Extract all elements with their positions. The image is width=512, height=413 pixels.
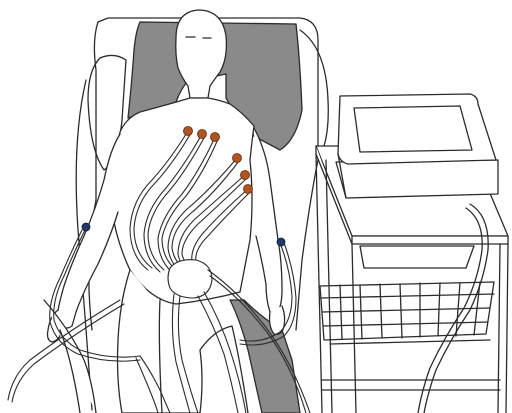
monitor-base — [336, 160, 498, 198]
patient-left-arm — [58, 134, 121, 328]
cart-basket — [320, 282, 494, 340]
electrode-v1 — [184, 127, 193, 136]
electrode-ra — [82, 223, 90, 231]
bed-right-pillow — [300, 30, 328, 160]
cart-top-front — [352, 236, 508, 244]
electrode-v5 — [241, 171, 250, 180]
cable-connector — [168, 260, 212, 298]
electrode-v6 — [244, 185, 253, 194]
bed-right-rail — [296, 160, 318, 330]
electrode-v4 — [233, 154, 242, 163]
bed-headrest-left-edge — [94, 22, 98, 200]
electrode-v2 — [198, 130, 207, 139]
ecg-machine — [316, 94, 508, 413]
monitor-screen — [354, 106, 472, 152]
electrode-v3 — [211, 133, 220, 142]
electrode-la — [277, 238, 285, 246]
cart-drawer — [360, 246, 474, 268]
patient-right-arm — [254, 128, 282, 312]
